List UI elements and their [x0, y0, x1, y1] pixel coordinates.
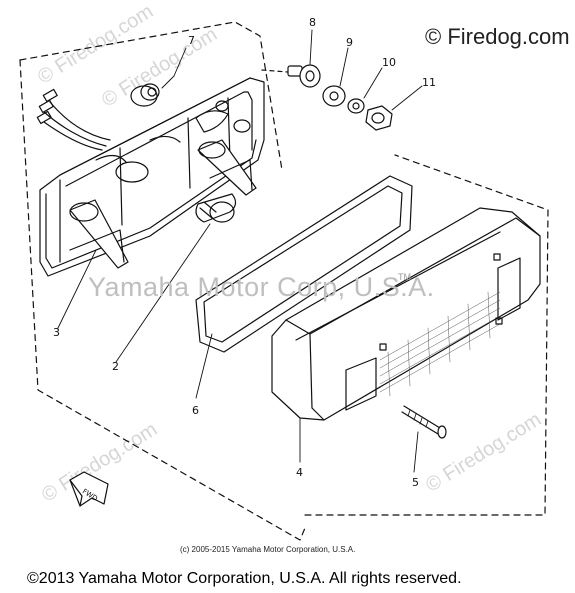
forward-arrow	[69, 471, 109, 507]
gasket	[195, 175, 413, 353]
callout-9: 9	[346, 36, 353, 49]
assembly-boundary	[19, 21, 283, 171]
washer	[322, 85, 346, 107]
callout-11: 11	[422, 76, 436, 89]
callout-3: 3	[53, 326, 60, 339]
callout-5: 5	[412, 476, 419, 489]
callout-7: 7	[188, 34, 195, 47]
callout-10: 10	[382, 56, 396, 69]
callout-6: 6	[192, 404, 199, 417]
lens-screw	[401, 405, 447, 439]
spring-washer	[347, 98, 365, 114]
bulb	[195, 193, 237, 223]
callout-4: 4	[296, 466, 303, 479]
lens	[271, 207, 541, 421]
stud-bolt	[287, 64, 321, 88]
callout-2: 2	[112, 360, 119, 373]
nut	[365, 105, 393, 131]
small-copyright: (c) 2005-2015 Yamaha Motor Corporation, …	[180, 545, 356, 554]
watermark-yamaha: Yamaha Motor Corp, U.S.A.	[88, 272, 435, 302]
footer-copyright: ©2013 Yamaha Motor Corporation, U.S.A. A…	[27, 570, 462, 587]
trademark-mark: TM	[398, 272, 411, 282]
lamp-housing	[39, 77, 265, 277]
watermark-firedog: © Firedog.com	[425, 24, 570, 49]
callout-8: 8	[309, 16, 316, 29]
grommet	[130, 83, 160, 107]
wire-leads	[36, 88, 111, 151]
